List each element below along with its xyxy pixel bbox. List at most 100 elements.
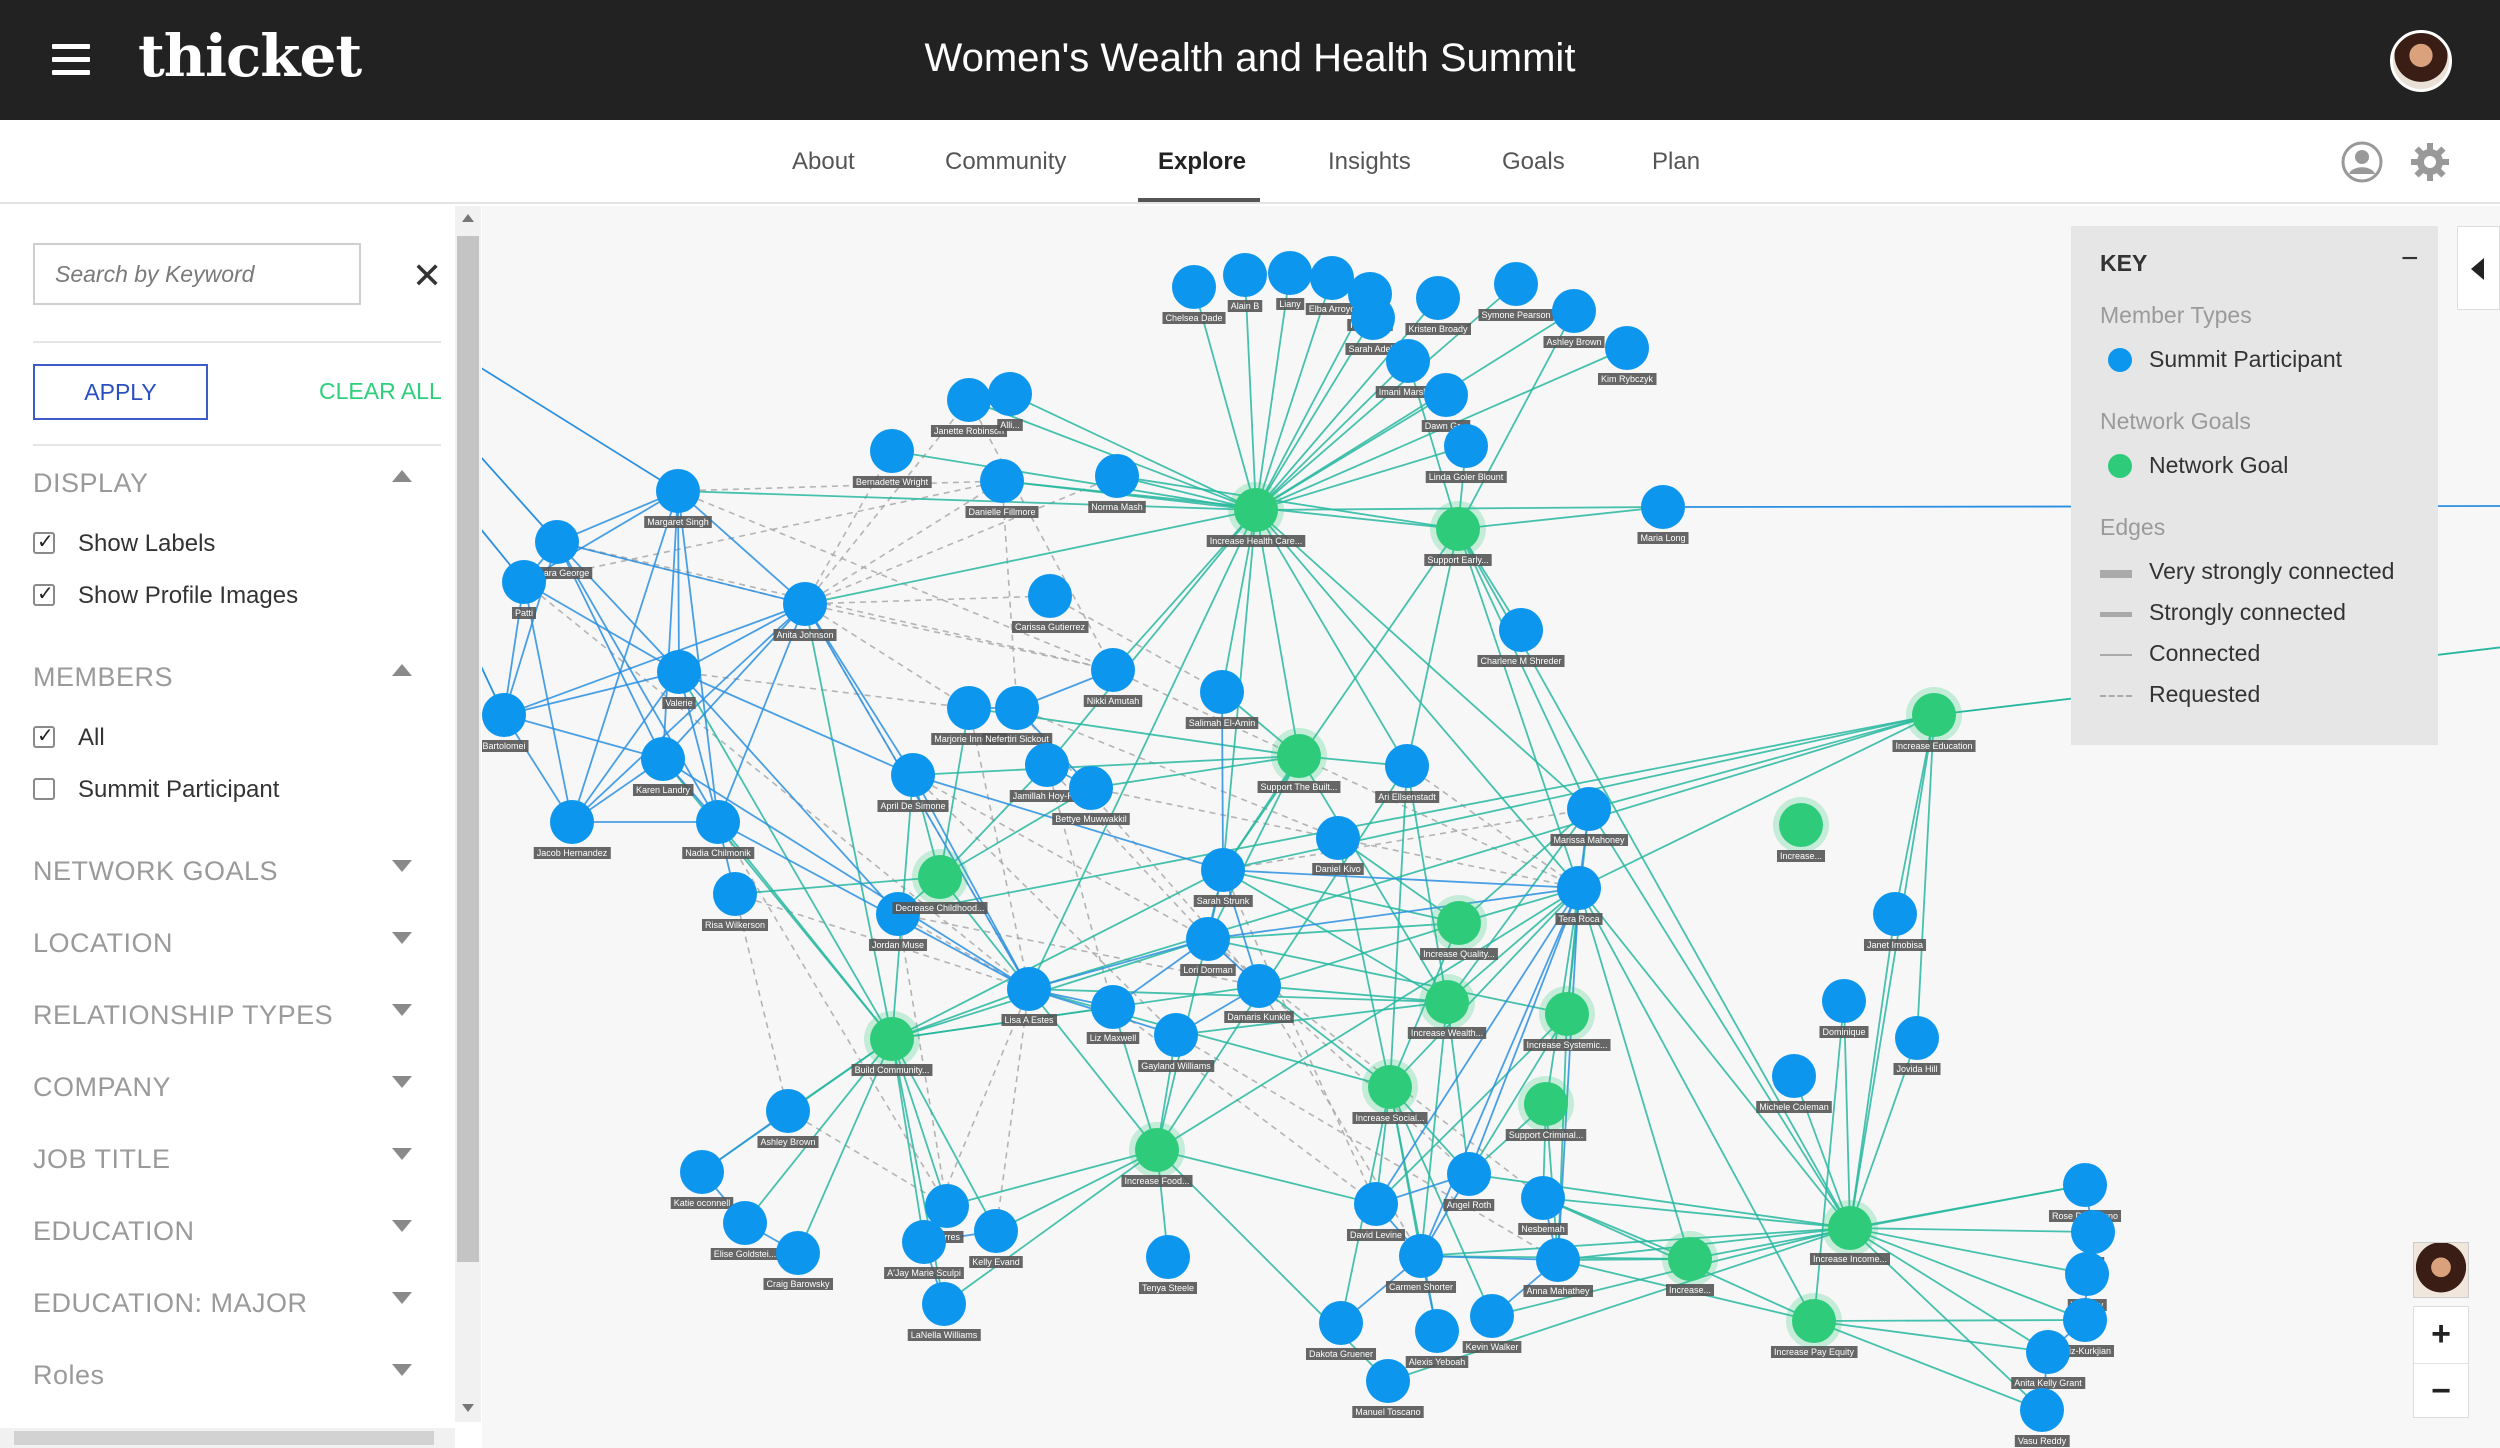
section-network-goals-title[interactable]: NETWORK GOALS [33, 856, 279, 886]
goal-node-circle[interactable] [1425, 980, 1469, 1024]
participant-node[interactable]: Tenya Steele [1138, 1235, 1198, 1294]
participant-node-circle[interactable] [1447, 1152, 1491, 1196]
participant-node[interactable]: Lisa A Estes [1001, 967, 1058, 1026]
apply-button[interactable]: APPLY [33, 364, 208, 420]
participant-node[interactable]: Katie oconnell [670, 1150, 734, 1209]
participant-node[interactable]: Alexis Yeboah [1405, 1309, 1469, 1368]
participant-node-circle[interactable] [2065, 1252, 2109, 1296]
summit-participant-checkbox[interactable] [33, 778, 55, 800]
clear-all-link[interactable]: CLEAR ALL [319, 378, 442, 404]
participant-node-circle[interactable] [723, 1201, 767, 1245]
members-all-checkbox[interactable] [33, 723, 55, 748]
participant-node-circle[interactable] [1567, 787, 1611, 831]
participant-node-circle[interactable] [1091, 648, 1135, 692]
participant-node[interactable]: Oriz-Kurkjian [2055, 1298, 2115, 1357]
participant-node[interactable]: Damaris Kunkle [1224, 964, 1294, 1023]
participant-node-circle[interactable] [713, 872, 757, 916]
participant-node[interactable]: Jamillah Hoy-R... [1009, 743, 1085, 802]
participant-node-circle[interactable] [988, 372, 1032, 416]
participant-node-circle[interactable] [656, 469, 700, 513]
participant-node[interactable]: Daniel Kivo [1312, 816, 1364, 875]
participant-node[interactable]: Salimah El-Amin [1185, 670, 1259, 729]
participant-node[interactable]: Manuel Toscano [1352, 1359, 1424, 1418]
participant-node-circle[interactable] [1521, 1176, 1565, 1220]
goal-node-circle[interactable] [1437, 901, 1481, 945]
goal-node-circle[interactable] [1779, 803, 1823, 847]
participant-node-circle[interactable] [922, 1282, 966, 1326]
goal-node[interactable]: Increase Quality... [1420, 895, 1498, 960]
participant-node-circle[interactable] [1319, 1301, 1363, 1345]
participant-node-circle[interactable] [1172, 265, 1216, 309]
participant-node-circle[interactable] [766, 1089, 810, 1133]
participant-node[interactable]: Bernadette Wright [852, 429, 932, 488]
participant-node-circle[interactable] [783, 582, 827, 626]
hamburger-menu-icon[interactable] [52, 44, 90, 76]
goal-node[interactable]: Support Early... [1424, 501, 1492, 566]
participant-node-circle[interactable] [696, 800, 740, 844]
goal-node[interactable]: Increase Pay Equity [1770, 1293, 1858, 1358]
participant-node[interactable]: Bettye Muwwakkil [1052, 766, 1130, 825]
participant-node-circle[interactable] [1416, 276, 1460, 320]
participant-node[interactable]: Margaret Singh [644, 469, 712, 528]
search-keyword-input[interactable] [33, 243, 361, 305]
tab-about[interactable]: About [792, 148, 855, 175]
participant-node[interactable]: Nesbemah [1518, 1176, 1568, 1235]
participant-node-circle[interactable] [2063, 1298, 2107, 1342]
participant-node[interactable]: Vasu Reddy [2014, 1388, 2070, 1447]
participant-node-circle[interactable] [1091, 985, 1135, 1029]
participant-node-circle[interactable] [1386, 339, 1430, 383]
section-education-major-title[interactable]: EDUCATION: MAJOR [33, 1288, 308, 1318]
sidebar-horizontal-scrollbar[interactable] [0, 1428, 455, 1448]
goal-node-circle[interactable] [1234, 488, 1278, 532]
participant-node-circle[interactable] [1499, 608, 1543, 652]
clear-search-icon[interactable]: ✕ [412, 255, 443, 296]
participant-node[interactable]: Kevin Walker [1462, 1294, 1522, 1353]
participant-node[interactable]: Linda Goler Blount [1425, 424, 1507, 483]
participant-node-circle[interactable] [1873, 892, 1917, 936]
goal-node-circle[interactable] [1828, 1206, 1872, 1250]
participant-node[interactable]: Michele Coleman [1756, 1054, 1832, 1113]
participant-node-circle[interactable] [1399, 1234, 1443, 1278]
participant-node-circle[interactable] [1095, 454, 1139, 498]
section-company-title[interactable]: COMPANY [33, 1072, 172, 1102]
participant-node-circle[interactable] [947, 378, 991, 422]
participant-node-circle[interactable] [1605, 326, 1649, 370]
participant-node[interactable]: Nikki Amutah [1083, 648, 1143, 707]
participant-node[interactable]: Jacob Hernandez [533, 800, 611, 859]
participant-node[interactable]: Liany [1268, 251, 1312, 310]
section-members-title[interactable]: MEMBERS [33, 662, 174, 692]
participant-node[interactable]: Sarah Adebi [1345, 296, 1401, 355]
participant-node-circle[interactable] [550, 800, 594, 844]
participant-node[interactable]: Sarah Strunk [1193, 848, 1253, 907]
section-display-title[interactable]: DISPLAY [33, 468, 149, 498]
participant-node-circle[interactable] [925, 1184, 969, 1228]
participant-node-circle[interactable] [2071, 1210, 2115, 1254]
participant-node[interactable]: Alain B [1223, 253, 1267, 312]
participant-node-circle[interactable] [641, 737, 685, 781]
participant-node[interactable]: Kelly Evand [969, 1209, 1023, 1268]
participant-node-circle[interactable] [947, 686, 991, 730]
section-education-title[interactable]: EDUCATION [33, 1216, 195, 1246]
participant-node[interactable]: Elba Arroyo [1305, 256, 1359, 315]
participant-node[interactable]: Carmen Shorter [1385, 1234, 1457, 1293]
participant-node[interactable]: Anita Johnson [773, 582, 837, 641]
participant-node[interactable]: Nefertiri Sickout [982, 686, 1053, 745]
goal-node[interactable]: Build Community... [851, 1011, 933, 1076]
chevron-down-icon[interactable] [392, 1004, 412, 1016]
participant-node-circle[interactable] [680, 1150, 724, 1194]
participant-node[interactable]: Jovida Hill [1893, 1016, 1941, 1075]
participant-node-circle[interactable] [1237, 964, 1281, 1008]
participant-node[interactable]: David Levine [1346, 1182, 1406, 1241]
goal-node-circle[interactable] [870, 1017, 914, 1061]
participant-node-circle[interactable] [1069, 766, 1113, 810]
participant-node[interactable]: Anna Mahathey [1523, 1238, 1594, 1297]
participant-node-circle[interactable] [1641, 485, 1685, 529]
participant-node[interactable]: Ari Ellsenstadt [1375, 744, 1440, 803]
participant-node-circle[interactable] [980, 459, 1024, 503]
goal-node[interactable]: Increase... [1773, 797, 1829, 862]
participant-node-circle[interactable] [870, 429, 914, 473]
participant-node-circle[interactable] [974, 1209, 1018, 1253]
participant-node[interactable]: Alli... [988, 372, 1032, 431]
goal-node-circle[interactable] [1277, 734, 1321, 778]
